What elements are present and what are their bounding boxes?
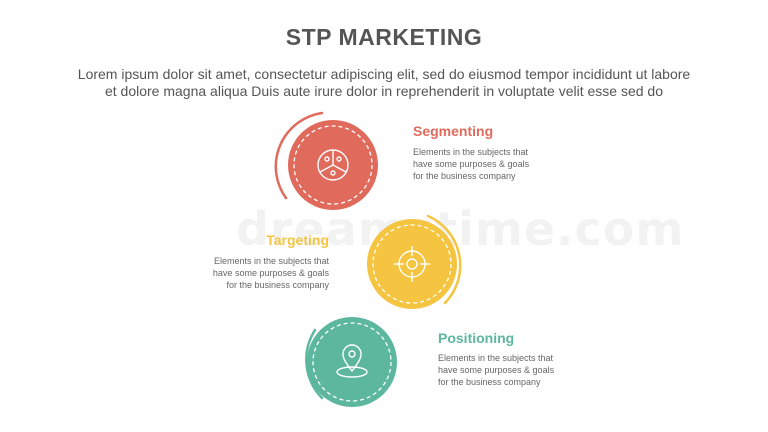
- segmenting-node: [274, 111, 378, 210]
- positioning-title: Positioning: [438, 330, 515, 346]
- targeting-description: Elements in the subjects that have some …: [213, 255, 329, 291]
- positioning-dashed-ring: [312, 322, 392, 402]
- description-line: have some purposes & goals: [438, 365, 555, 375]
- subtitle-line: et dolore magna aliqua Duis aute irure d…: [104, 83, 663, 99]
- watermark: dreamstime.com: [236, 202, 685, 256]
- positioning-circle: [307, 317, 397, 407]
- description-line: have some purposes & goals: [212, 268, 329, 278]
- description-line: Elements in the subjects that: [413, 147, 529, 157]
- people-segments-icon: [317, 149, 349, 181]
- targeting-node: [367, 214, 462, 309]
- page-subtitle: Lorem ipsum dolor sit amet, consectetur …: [24, 66, 744, 100]
- targeting-circle: [367, 219, 457, 309]
- targeting-title: Targeting: [266, 232, 329, 248]
- targeting-dashed-ring: [372, 224, 452, 304]
- description-line: for the business company: [226, 280, 329, 290]
- location-pin-icon: [336, 344, 368, 378]
- positioning-node: [305, 317, 397, 407]
- target-crosshair-icon: [394, 246, 430, 282]
- targeting-arc: [426, 214, 462, 305]
- page-title: STP MARKETING: [285, 24, 483, 50]
- subtitle-line: Lorem ipsum dolor sit amet, consectetur …: [77, 66, 691, 82]
- description-line: Elements in the subjects that: [213, 256, 329, 266]
- description-line: Elements in the subjects that: [438, 353, 554, 363]
- description-line: for the business company: [438, 377, 541, 387]
- segmenting-arc: [274, 111, 324, 200]
- segmenting-title: Segmenting: [413, 123, 494, 139]
- positioning-arc: [305, 328, 324, 400]
- segmenting-dashed-ring: [293, 125, 373, 205]
- positioning-description: Elements in the subjects that have some …: [438, 352, 554, 388]
- description-line: have some purposes & goals: [413, 159, 530, 169]
- description-line: for the business company: [413, 171, 516, 181]
- segmenting-description: Elements in the subjects that have some …: [413, 146, 529, 182]
